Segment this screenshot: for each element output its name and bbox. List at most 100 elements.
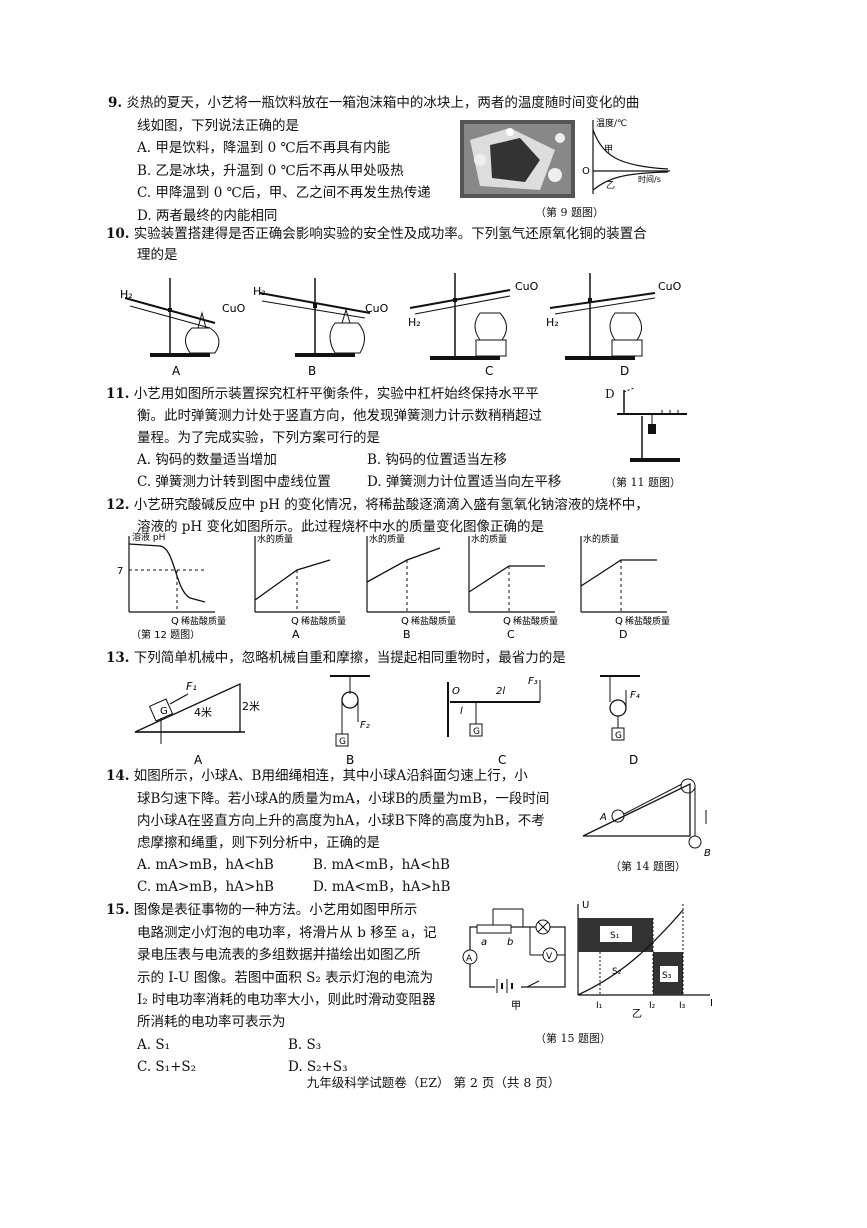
q15-graph-s3: S₃ [662,971,672,981]
q12-stem1: 小艺研究酸碱反应中 pH 的变化情况，将稀盐酸逐滴滴入盛有氢氧化钠溶液的烧杯中， [133,497,649,513]
q15-graph-i1: I₁ [596,1001,603,1011]
q12-stem2: 溶液的 pH 变化如图所示。此过程烧杯中水的质量变化图像正确的是 [137,519,544,535]
q14-caption: （第 14 题图） [610,860,686,873]
q10-apparatus-d: H₂ CuO D [546,273,682,378]
q13-machine-d: G F₄ D [600,675,640,767]
q15-option-c: C. S₁+S₂ [137,1059,197,1075]
q15-graph-u: U [582,900,589,911]
q14-option-a: A. mA>mB，hA<hB [137,857,274,873]
q15-ammeter: A [466,954,473,964]
q11-option-a: A. 钩码的数量适当增加 [137,452,277,468]
q12-b-xlabel: 稀盐酸质量 [411,615,456,627]
q13-a-force: F₁ [186,680,197,693]
q14-incline-figure: A B [578,774,718,864]
q11-option-b: B. 钩码的位置适当左移 [367,452,508,468]
q9-option-b: B. 乙是冰块，升温到 0 ℃后不再从甲处吸热 [137,163,404,179]
q15-voltmeter: V [546,952,553,962]
q13-label-c: C [498,753,506,767]
q15-circuit-a: a [481,937,487,948]
q13-stem-line: 13. 下列简单机械中，忽略机械自重和摩擦，当提起相同重物时，最省力的是 [106,650,566,667]
q11-stem3: 量程。为了完成实验，下列方案可行的是 [137,430,380,446]
q10-apparatus-a: H₂ CuO A [120,278,246,378]
q15-number: 15. [106,902,130,918]
q13-a-length: 4米 [194,706,212,719]
q15-graph-s1: S₁ [610,931,620,941]
q10-apparatus-row: H₂ CuO A H₂ CuO B H₂ CuO [110,268,710,378]
q12-a-ylabel: 水的质量 [257,533,293,545]
q12-d-xlabel: 稀盐酸质量 [625,615,670,627]
q15-line6: 所消耗的电功率可表示为 [137,1014,286,1030]
q15-stem1: 图像是表征事物的一种方法。小艺用如图甲所示 [133,902,418,918]
q12-a-xlabel: 稀盐酸质量 [301,615,346,627]
q9-graph-curve2: 乙 [606,180,615,191]
q13-number: 13. [106,650,130,666]
q12-ph-ylabel: 溶液 pH [132,531,165,543]
q12-a-q: Q [291,616,299,627]
q13-machine-b: G F₂ B [330,675,370,767]
q10-label-a: A [172,364,181,378]
q11-option-d: D. 弹簧测力计位置适当向左平移 [367,474,562,490]
q9-number: 9. [108,95,123,111]
q13-c-g: G [473,727,480,737]
q12-label-a: A [292,628,300,641]
q13-machines-row: G F₁ 4米 2米 A G F₂ B G O 2l [130,672,670,768]
q14-ball-b: B [704,848,711,859]
q12-number: 12. [106,497,130,513]
q9-stem-line1: 9. 炎热的夏天，小艺将一瓶饮料放在一箱泡沫箱中的冰块上，两者的温度随时间变化的… [108,95,639,112]
q14-line3: 内小球A在竖直方向上升的高度为hA，小球B下降的高度为hB，不考 [137,813,545,829]
q13-b-g: G [339,737,346,747]
q11-label-d: D [605,387,615,401]
q10-b-cuo: CuO [365,302,389,315]
q14-number: 14. [106,768,130,784]
q15-line3: 录电压表与电流表的多组数据并描绘出如图乙所 [137,947,421,963]
q12-d-ylabel: 水的质量 [583,533,619,545]
q15-graph-s2: S₂ [612,967,622,977]
page-footer: 九年级科学试题卷（EZ） 第 2 页（共 8 页） [306,1075,561,1090]
q12-ph-xlabel: 稀盐酸质量 [181,615,226,627]
q15-circuit-figure: a b A V 甲 [455,905,573,1030]
q12-graphs-row: 溶液 pH 7 Q 稀盐酸质量 （第 12 题图） 水的质量 Q 稀盐酸质量 A… [105,530,685,650]
q12-b-q: Q [401,616,409,627]
q10-d-h2: H₂ [546,316,559,329]
q9-stem1: 炎热的夏天，小艺将一瓶饮料放在一箱泡沫箱中的冰块上，两者的温度随时间变化的曲 [126,95,640,111]
q13-b-force: F₂ [360,720,370,731]
q15-option-d: D. S₂+S₃ [288,1059,348,1075]
q9-graph-origin: O [582,166,590,177]
q15-caption: （第 15 题图） [535,1032,611,1045]
q13-label-a: A [194,753,203,767]
q13-d-g: G [615,731,622,741]
q10-label-d: D [620,364,629,378]
q14-option-b: B. mA<mB，hA<hB [313,857,450,873]
q15-graph-yi: 乙 [632,1008,642,1018]
q15-line5: I₂ 时电功率消耗的电功率大小，则此时滑动变阻器 [137,992,436,1008]
q15-graph-i2: I₂ [649,1001,656,1011]
q15-iu-graph: U I S₁ S₂ S₃ I₁ I₂ I₃ 乙 [570,900,720,1020]
q10-b-h2: H₂ [253,285,266,298]
q12-d-q: Q [615,616,623,627]
q14-line4: 虑摩擦和绳重，则下列分析中，正确的是 [137,835,380,851]
q12-graph-b: 水的质量 Q 稀盐酸质量 B [366,533,456,641]
q14-line2: 球B匀速下降。若小球A的质量为mA，小球B的质量为mB，一段时间 [137,791,550,807]
q15-graph-i3: I₃ [679,1001,686,1011]
q12-graph-d: 水的质量 Q 稀盐酸质量 D [580,533,670,641]
q13-c-l: l [460,706,463,717]
q10-stem1: 实验装置搭建得是否正确会影响实验的安全性及成功率。下列氢气还原氧化铜的装置合 [133,226,647,242]
q10-a-h2: H₂ [120,288,133,301]
q13-label-d: D [629,753,638,767]
q15-line4: 示的 I-U 图像。若图中面积 S₂ 表示灯泡的电流为 [137,970,434,986]
q12-ph-mark7: 7 [117,566,123,577]
q14-line1: 14. 如图所示，小球A、B用细绳相连，其中小球A沿斜面匀速上行，小 [106,768,528,785]
q10-number: 10. [106,226,130,242]
q9-graph: 温度/℃ 时间/s O 甲 乙 [578,116,673,198]
q12-c-q: Q [503,616,511,627]
q13-c-o: O [452,686,460,697]
q11-stem-line1: 11. 小艺用如图所示装置探究杠杆平衡条件，实验中杠杆始终保持水平平 [106,386,539,403]
q15-line1: 15. 图像是表征事物的一种方法。小艺用如图甲所示 [106,902,417,919]
q12-caption: （第 12 题图） [131,628,200,641]
q12-label-b: B [403,628,411,641]
q13-machine-a: G F₁ 4米 2米 A [134,680,260,767]
q12-c-ylabel: 水的质量 [471,533,507,545]
q12-label-d: D [619,628,627,641]
q11-stem1: 小艺用如图所示装置探究杠杆平衡条件，实验中杠杆始终保持水平平 [133,386,539,402]
q13-d-force: F₄ [630,690,640,701]
